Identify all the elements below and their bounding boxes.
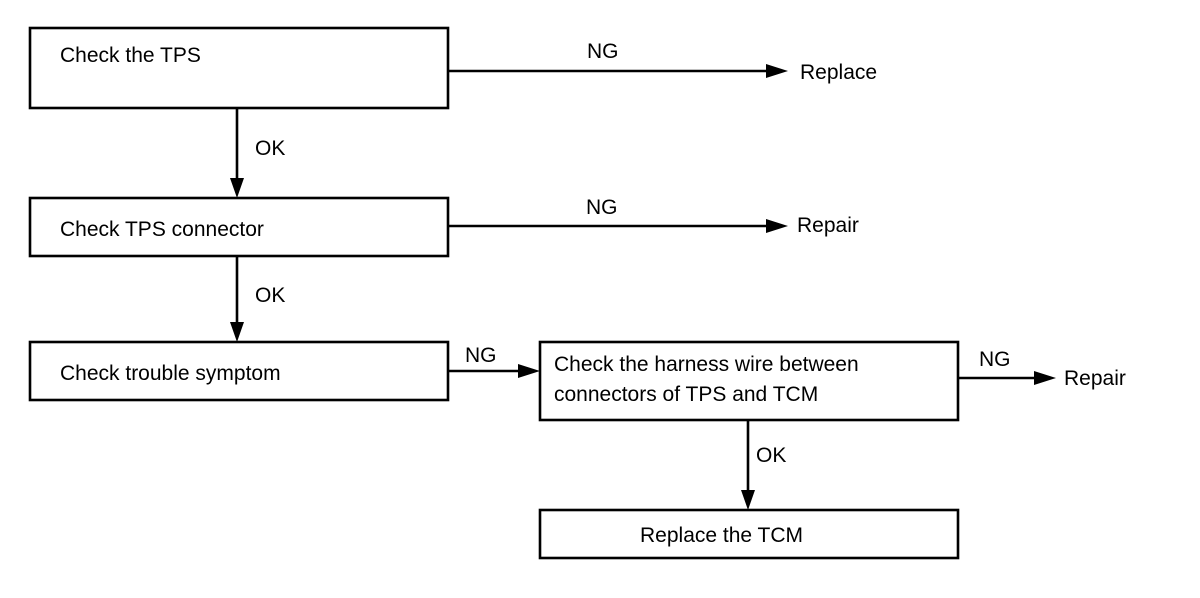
outcome-replace: Replace [800,61,877,84]
step-check-symptom: Check trouble symptom [28,340,450,402]
edge-harness-ok-label: OK [756,444,786,467]
edge-harness-ok: OK [741,420,786,510]
step-replace-tcm-label: Replace the TCM [640,524,803,547]
step-check-harness: Check the harness wire between connector… [538,340,960,422]
step-check-symptom-label: Check trouble symptom [60,362,281,385]
edge-connector-ng-label: NG [586,196,618,219]
step-replace-tcm: Replace the TCM [538,508,960,560]
step-check-harness-line2: connectors of TPS and TCM [554,383,818,406]
step-check-tps-label: Check the TPS [60,44,201,67]
edge-connector-ng: NG [448,196,788,233]
step-check-connector-label: Check TPS connector [60,218,264,241]
edge-harness-ng-label: NG [979,348,1011,371]
outcome-repair-harness: Repair [1064,367,1126,390]
edge-tps-ok: OK [230,108,285,198]
step-check-connector: Check TPS connector [28,196,450,258]
edge-symptom-ng-label: NG [465,344,497,367]
edge-tps-ng-label: NG [587,40,619,63]
step-check-tps: Check the TPS [28,26,450,110]
edge-tps-ok-label: OK [255,137,285,160]
edge-connector-ok-label: OK [255,284,285,307]
edge-connector-ok: OK [230,256,285,342]
edge-harness-ng: NG [958,348,1056,385]
edge-tps-ng: NG [448,40,788,78]
outcome-repair-connector: Repair [797,214,859,237]
step-check-harness-line1: Check the harness wire between [554,353,859,376]
edge-symptom-ng: NG [448,344,540,378]
